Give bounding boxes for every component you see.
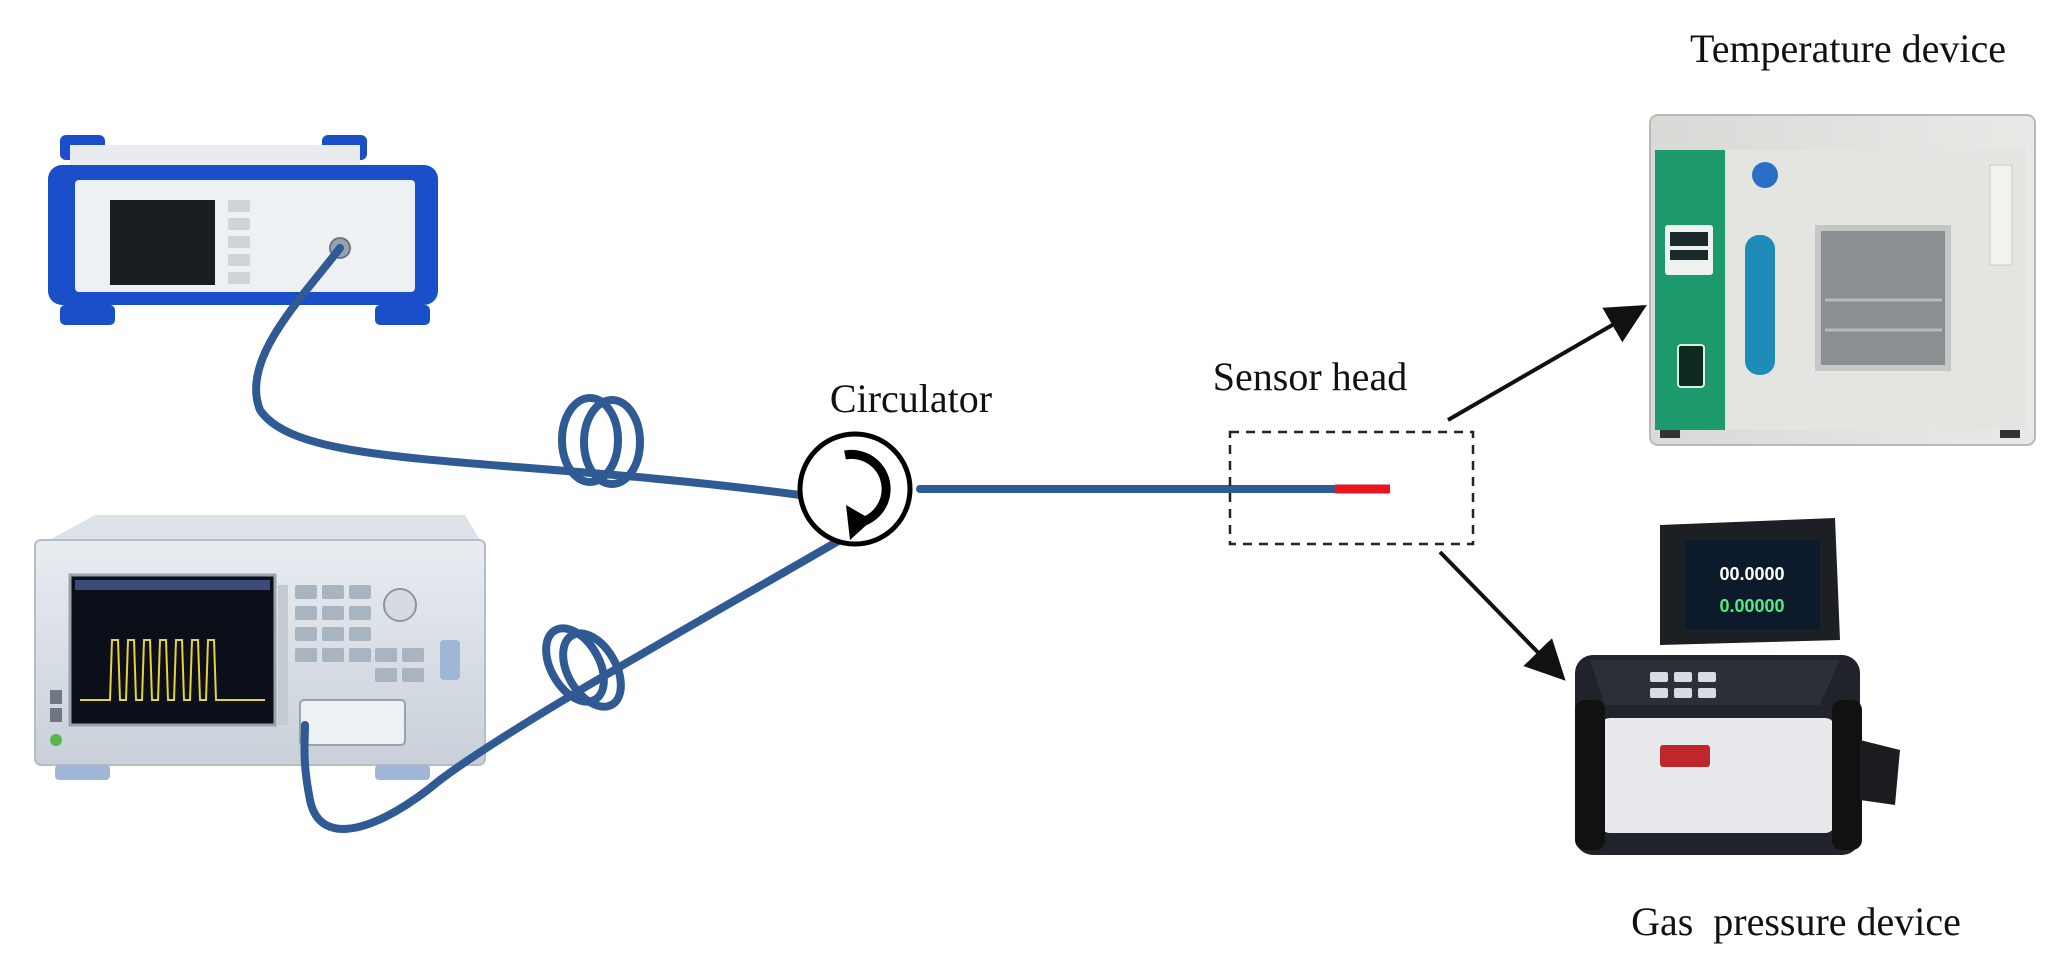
optical-spectrum-analyzer (34, 515, 486, 780)
optical-fibers (252, 244, 1339, 833)
light-source-instrument (48, 135, 438, 325)
temperature-oven (1649, 114, 2036, 446)
circulator-label: Circulator (830, 376, 992, 421)
light-source-screen (110, 200, 215, 285)
osa-knob (383, 588, 417, 622)
circulator-symbol (797, 431, 913, 547)
oven-window (1815, 225, 1951, 371)
arrow-to-temperature (1446, 304, 1647, 422)
pressure-main-reading: 00.0000 (1719, 564, 1784, 584)
osa-spectrum-trace (80, 639, 265, 701)
osa-screen (68, 573, 277, 727)
fiber-coil-upper (558, 394, 622, 486)
pressure-screen (1685, 540, 1820, 630)
gas-pressure-device-label: Gas pressure device (1631, 899, 1961, 944)
oven-handle (1745, 235, 1775, 375)
sensor-head-label: Sensor head (1213, 354, 1407, 399)
fiber-coil-lower-2 (559, 629, 625, 711)
pressure-secondary-reading: 0.00000 (1719, 596, 1784, 616)
fiber-coil-lower (542, 624, 608, 706)
fiber-coil-upper-2 (580, 396, 644, 488)
arrow-to-pressure (1438, 550, 1566, 681)
temperature-device-label: Temperature device (1690, 26, 2006, 71)
pressure-calibrator: 00.0000 0.00000 (1575, 518, 1900, 855)
